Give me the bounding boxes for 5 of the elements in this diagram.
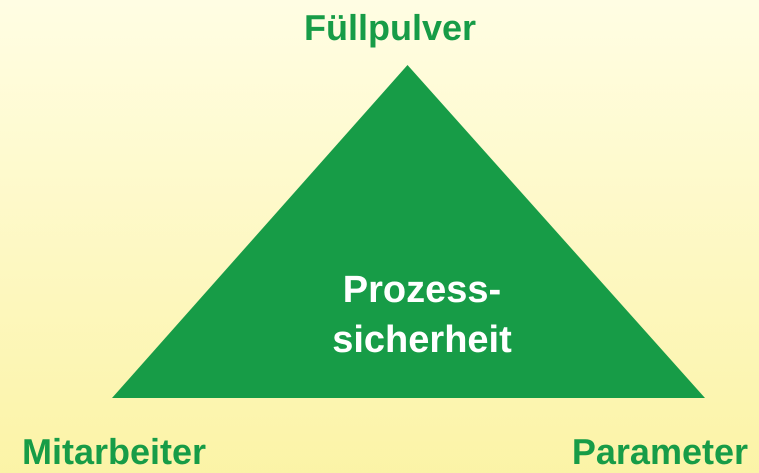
node-text: Prozess- sicherheit — [331, 268, 513, 363]
corner-label: Füllpulver — [302, 8, 478, 48]
corner-label: Mitarbeiter — [22, 432, 208, 472]
corner-label: Parameter — [570, 432, 748, 472]
triangle — [112, 65, 705, 398]
